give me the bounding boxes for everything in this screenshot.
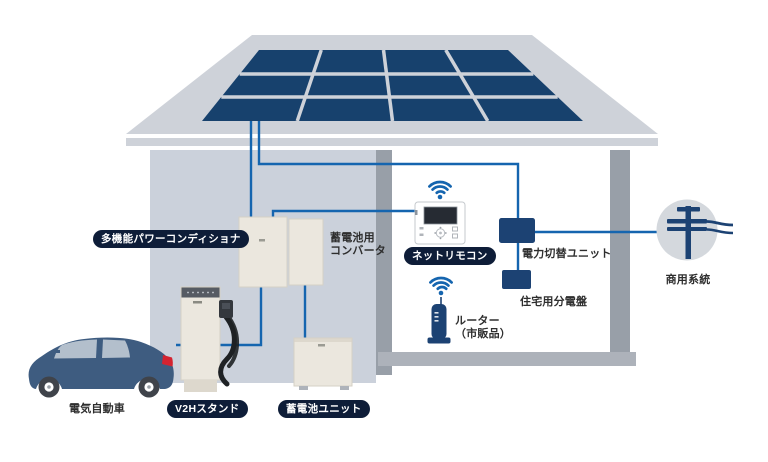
charging-cable: [218, 314, 237, 387]
car-rear-window: [102, 339, 130, 358]
wifi-icon: [429, 276, 453, 296]
solar-panel-array: [202, 49, 583, 122]
charging-cable-loop: [227, 317, 239, 368]
commercial-grid-label: 商用系統: [665, 274, 711, 286]
car-tail-light: [162, 355, 173, 367]
panel-gap-col2: [381, 49, 395, 122]
line-conditioner-to-remote: [271, 209, 416, 218]
remote-dpad: [435, 228, 446, 238]
remote-side-button: [415, 210, 418, 215]
power-switch-unit-label: 電力切替ユニット: [522, 248, 612, 260]
battery-unit-label: 蓄電池ユニット: [278, 400, 370, 418]
left-pillar: [376, 150, 392, 375]
battery-unit-box: [293, 337, 353, 390]
battery-converter-unit: [288, 218, 324, 286]
power-conditioner-unit: [238, 216, 288, 288]
car-windshield: [54, 339, 97, 359]
car-front-wheel: [38, 376, 60, 398]
remote-screen: [423, 206, 458, 225]
power-switch-unit-box: [499, 218, 535, 243]
ev-label: 電気自動車: [69, 403, 125, 415]
battery-logo: [318, 344, 325, 347]
v2h-logo: [193, 301, 202, 304]
solar-panels: [202, 50, 583, 121]
distribution-board-label: 住宅用分電盤: [520, 296, 588, 308]
battery-foot: [340, 386, 349, 390]
connection-lines: [176, 121, 662, 347]
v2h-stand-label: V2Hスタンド: [167, 400, 248, 418]
line-pv-to-switch-unit: [257, 121, 520, 219]
panel-gap-col1: [295, 49, 323, 122]
router-device: [427, 297, 451, 344]
battery-foot: [299, 386, 308, 390]
net-remote-label: ネットリモコン: [404, 247, 496, 265]
conditioner-logo: [259, 239, 265, 242]
right-pillar: [610, 150, 630, 352]
distribution-board-box: [502, 270, 531, 289]
car-mirror: [56, 350, 60, 353]
router-label: ルーター （市販品）: [455, 315, 511, 340]
utility-pole-icon: [667, 206, 734, 259]
panel-gap-col3: [444, 49, 490, 122]
net-remote-device: [414, 201, 466, 245]
v2h-stand-unit: [180, 286, 239, 392]
room-floor: [378, 352, 636, 366]
v2h-base: [184, 380, 217, 392]
car-rear-wheel: [138, 376, 160, 398]
v2h-top-vent: [181, 287, 220, 298]
wifi-icon: [428, 180, 452, 200]
commercial-grid: [656, 199, 734, 261]
ev-car: [28, 337, 174, 398]
roof-fascia: [126, 138, 658, 146]
battery-converter-label: 蓄電池用 コンバータ: [330, 232, 386, 257]
power-conditioner-label: 多機能パワーコンディショナ: [93, 230, 249, 248]
